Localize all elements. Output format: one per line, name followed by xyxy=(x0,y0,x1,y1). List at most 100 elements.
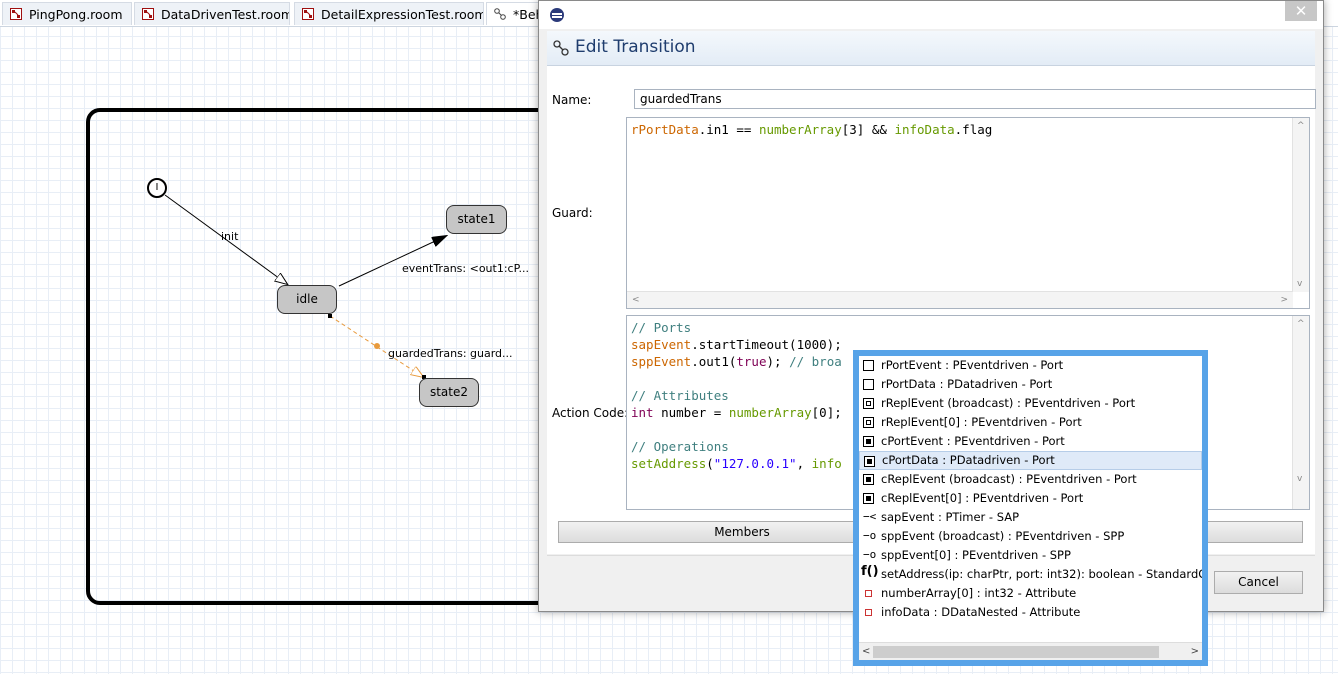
conjugated-port-icon xyxy=(863,436,874,447)
event-transition[interactable] xyxy=(338,236,446,287)
scroll-down-icon[interactable]: v xyxy=(1297,474,1303,484)
content-assist-item-label: rReplEvent[0] : PEventdriven - Port xyxy=(881,415,1082,429)
content-assist-item[interactable]: cReplEvent (broadcast) : PEventdriven - … xyxy=(859,470,1202,489)
content-assist-item-label: cReplEvent[0] : PEventdriven - Port xyxy=(881,491,1084,505)
conjugated-port-icon xyxy=(863,493,874,504)
guard-horizontal-scrollbar[interactable]: < > xyxy=(627,291,1293,308)
scroll-left-icon[interactable]: < xyxy=(862,646,871,657)
cancel-button[interactable]: Cancel xyxy=(1214,571,1303,594)
scroll-right-icon[interactable]: > xyxy=(1280,295,1288,305)
code-token: [3] && xyxy=(841,122,895,137)
tab-detailexpressiontest-room[interactable]: DetailExpressionTest.room xyxy=(294,2,484,25)
members-button[interactable]: Members xyxy=(558,521,926,543)
content-assist-item-label: rPortEvent : PEventdriven - Port xyxy=(881,358,1064,372)
guard-vertical-scrollbar[interactable]: ^ v xyxy=(1292,118,1309,292)
code-token: true xyxy=(736,354,767,369)
port-icon xyxy=(863,360,874,371)
scrollbar-thumb[interactable] xyxy=(873,646,1159,658)
code-token: .out1( xyxy=(691,354,737,369)
code-token: int xyxy=(631,405,654,420)
code-token: info xyxy=(811,456,842,471)
initial-point[interactable]: I xyxy=(147,178,167,198)
content-assist-item-label: sppEvent (broadcast) : PEventdriven - SP… xyxy=(881,529,1125,543)
action-vertical-scrollbar[interactable]: ^ v xyxy=(1292,316,1309,509)
room-file-icon xyxy=(10,8,22,20)
content-assist-item[interactable]: rReplEvent (broadcast) : PEventdriven - … xyxy=(859,394,1202,413)
transition-icon xyxy=(494,8,506,20)
scroll-up-icon[interactable]: ^ xyxy=(1297,121,1305,131)
state-state2[interactable]: state2 xyxy=(419,378,479,407)
dialog-titlebar: ✕ xyxy=(539,1,1323,29)
selection-handle[interactable] xyxy=(328,314,332,318)
code-token: ( xyxy=(706,456,714,471)
content-assist-item-label: sppEvent[0] : PEventdriven - SPP xyxy=(881,548,1071,562)
transition-bendpoint[interactable] xyxy=(374,343,380,349)
code-token: rPortData xyxy=(631,122,699,137)
function-icon: f() xyxy=(861,565,879,579)
code-token: , xyxy=(796,456,812,471)
transition-label-init[interactable]: init xyxy=(221,230,239,243)
scroll-up-icon[interactable]: ^ xyxy=(1297,319,1305,329)
content-assist-item[interactable]: rReplEvent[0] : PEventdriven - Port xyxy=(859,413,1202,432)
code-token: // broa xyxy=(789,354,842,369)
tab-datadriventest-room[interactable]: DataDrivenTest.room xyxy=(134,2,290,25)
content-assist-item[interactable]: −<sapEvent : PTimer - SAP xyxy=(859,508,1202,527)
guard-label: Guard: xyxy=(552,206,593,220)
code-token: // Operations xyxy=(631,439,729,454)
name-input[interactable] xyxy=(634,89,1316,109)
tab-label: DataDrivenTest.room xyxy=(161,7,290,22)
transition-label-event[interactable]: eventTrans: <out1:cP... xyxy=(402,262,529,275)
code-line: rPortData.in1 == numberArray[3] && infoD… xyxy=(631,121,992,138)
content-assist-horizontal-scrollbar[interactable]: < > xyxy=(859,642,1202,660)
init-transition[interactable] xyxy=(164,194,287,284)
initial-label: I xyxy=(155,182,159,193)
transition-label-guarded[interactable]: guardedTrans: guard... xyxy=(388,347,513,360)
content-assist-item[interactable]: rPortData : PDatadriven - Port xyxy=(859,375,1202,394)
content-assist-item[interactable]: cReplEvent[0] : PEventdriven - Port xyxy=(859,489,1202,508)
tab-behavior-editor[interactable]: *Beha xyxy=(486,2,546,25)
name-label: Name: xyxy=(552,93,592,107)
content-assist-item[interactable]: infoData : DDataNested - Attribute xyxy=(859,603,1202,622)
code-token: // Ports xyxy=(631,320,692,335)
code-line: int number = numberArray[0]; xyxy=(631,404,842,421)
spp-icon: −o xyxy=(863,529,877,542)
content-assist-item-label: setAddress(ip: charPtr, port: int32): bo… xyxy=(881,567,1202,581)
tab-label: PingPong.room xyxy=(29,7,123,22)
state-idle[interactable]: idle xyxy=(277,285,337,314)
port-icon xyxy=(863,379,874,390)
content-assist-item[interactable]: cPortEvent : PEventdriven - Port xyxy=(859,432,1202,451)
guarded-transition[interactable] xyxy=(329,315,423,377)
content-assist-item[interactable]: numberArray[0] : int32 - Attribute xyxy=(859,584,1202,603)
code-line: setAddress("127.0.0.1", info xyxy=(631,455,842,472)
scroll-down-icon[interactable]: v xyxy=(1297,279,1303,289)
guard-code[interactable]: rPortData.in1 == numberArray[3] && infoD… xyxy=(631,121,992,138)
content-assist-item[interactable]: rPortEvent : PEventdriven - Port xyxy=(859,356,1202,375)
tab-pingpong-room[interactable]: PingPong.room xyxy=(2,2,132,25)
action-code-label: Action Code: xyxy=(552,406,629,420)
guard-editor[interactable]: rPortData.in1 == numberArray[3] && infoD… xyxy=(626,117,1310,309)
content-assist-item-label: cReplEvent (broadcast) : PEventdriven - … xyxy=(881,472,1137,486)
content-assist-popup: rPortEvent : PEventdriven - Port rPortDat… xyxy=(853,350,1208,666)
selection-handle[interactable] xyxy=(422,375,426,379)
room-file-icon xyxy=(302,8,314,20)
close-button[interactable]: ✕ xyxy=(1285,1,1317,21)
eclipse-icon xyxy=(550,8,564,22)
code-token: sppEvent xyxy=(631,354,692,369)
content-assist-item[interactable]: f()setAddress(ip: charPtr, port: int32):… xyxy=(859,565,1202,584)
scroll-right-icon[interactable]: > xyxy=(1190,646,1199,657)
conjugated-port-icon xyxy=(863,474,874,485)
content-assist-item-label: rReplEvent (broadcast) : PEventdriven - … xyxy=(881,396,1136,410)
code-token: number = xyxy=(653,405,729,420)
content-assist-item[interactable]: cPortData : PDatadriven - Port xyxy=(859,451,1202,470)
transition-icon xyxy=(553,40,569,56)
content-assist-item-label: cPortData : PDatadriven - Port xyxy=(882,453,1055,467)
code-token: infoData xyxy=(894,122,955,137)
content-assist-item-label: rPortData : PDatadriven - Port xyxy=(881,377,1053,391)
state-state1[interactable]: state1 xyxy=(446,205,507,234)
code-token: numberArray xyxy=(758,122,842,137)
scroll-left-icon[interactable]: < xyxy=(632,295,640,305)
content-assist-item[interactable]: −o sppEvent (broadcast) : PEventdriven - … xyxy=(859,527,1202,546)
sap-icon: −< xyxy=(863,510,877,523)
